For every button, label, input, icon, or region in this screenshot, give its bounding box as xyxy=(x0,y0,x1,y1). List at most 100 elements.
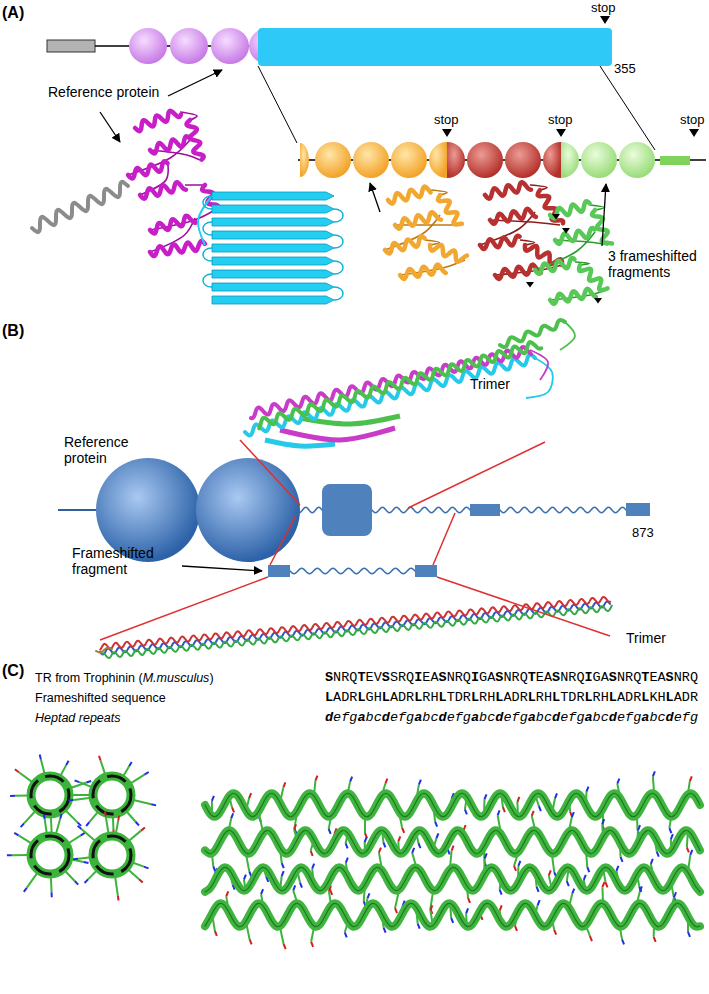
residue: d xyxy=(552,710,560,725)
residue: T xyxy=(560,690,568,705)
side-chain-tip xyxy=(651,859,653,864)
alpha-helix xyxy=(150,136,190,153)
side-chain-tip xyxy=(617,779,619,784)
side-chain-tip xyxy=(151,804,156,805)
side-chain-tip xyxy=(500,890,502,895)
stop-marker xyxy=(562,228,570,234)
side-chain-tip xyxy=(141,827,145,830)
side-chain-tip xyxy=(7,854,12,856)
residue: T xyxy=(641,670,649,685)
residue: e xyxy=(674,710,682,725)
side-chain-tip xyxy=(468,898,470,903)
helix-ring xyxy=(31,776,69,814)
residue: D xyxy=(625,690,633,705)
side-chain-tip xyxy=(282,863,284,868)
beta-strand xyxy=(212,192,334,200)
side-chain-tip xyxy=(84,862,89,863)
zoom-line xyxy=(600,66,655,150)
repeat-domain xyxy=(467,142,503,178)
side-chain-tip xyxy=(51,892,53,897)
alpha-helix xyxy=(535,258,574,274)
helix-ring xyxy=(93,776,131,814)
residue: A xyxy=(333,690,341,705)
residue: T xyxy=(357,670,365,685)
side-chain-tip xyxy=(436,833,438,838)
side-chain-tip xyxy=(395,908,397,913)
side-chain-tip xyxy=(367,893,369,898)
residue: H xyxy=(374,690,382,705)
side-chain-tip xyxy=(78,826,82,829)
repeat-domain xyxy=(170,28,208,64)
residue: D xyxy=(568,690,576,705)
side-chain-tip xyxy=(43,814,46,819)
residue: d xyxy=(325,710,333,725)
strand-turn xyxy=(203,274,212,287)
loop xyxy=(575,262,590,265)
side-chain-tip xyxy=(329,829,331,834)
residue: f xyxy=(625,710,633,725)
side-chain-tip xyxy=(244,875,246,880)
residue: Q xyxy=(349,670,357,685)
helix-ring xyxy=(31,836,69,874)
strand-turn xyxy=(334,209,343,222)
helix-edge xyxy=(205,903,700,927)
residue: A xyxy=(487,670,495,685)
side-chain-tip xyxy=(315,776,317,781)
pointer-arrow xyxy=(370,183,380,212)
residue: G xyxy=(593,670,601,685)
residue: g xyxy=(520,710,528,725)
residue: N xyxy=(674,670,682,685)
residue: T xyxy=(447,690,455,705)
side-chain-tip xyxy=(212,796,214,801)
reference-label: Reference protein xyxy=(64,434,144,466)
residue: L xyxy=(495,690,503,705)
residue: a xyxy=(414,710,422,725)
side-chain-tip xyxy=(639,887,641,892)
repeat-domain xyxy=(353,142,389,178)
residue: f xyxy=(455,710,463,725)
stop-label: stop xyxy=(591,1,616,16)
side-chain-tip xyxy=(136,822,139,826)
side-chain-tip xyxy=(555,793,557,798)
zoom-line xyxy=(100,577,268,640)
residue: R xyxy=(536,690,544,705)
residue: g xyxy=(349,710,357,725)
side-chain-tip xyxy=(21,823,24,827)
side-chain xyxy=(81,829,96,841)
side-chain-tip xyxy=(15,769,19,772)
side-chain-tip xyxy=(384,928,386,933)
helix-ring xyxy=(93,836,131,874)
domain-box xyxy=(415,565,437,577)
beta-strand xyxy=(212,257,334,265)
side-chain-tip xyxy=(584,875,586,880)
residue: R xyxy=(479,690,487,705)
side-chain-tip xyxy=(85,879,89,883)
stop-marker xyxy=(552,214,560,220)
coiled-coil-side-view xyxy=(205,771,700,949)
side-chain-tip xyxy=(99,756,101,761)
side-chain-tip xyxy=(539,806,541,811)
sequence-row: LADRLGHLADRLRHLTDRLRHLADRLRHLTDRLRHLADRL… xyxy=(325,690,698,706)
side-chain-tip xyxy=(435,822,437,827)
strand-turn xyxy=(334,235,343,248)
panel-letter: (B) xyxy=(2,322,24,340)
residue: G xyxy=(479,670,487,685)
solenoid-domain-bar xyxy=(258,28,612,66)
side-chain-tip xyxy=(346,843,348,848)
residue: L xyxy=(552,690,560,705)
beta-strand xyxy=(212,270,334,278)
side-chain xyxy=(106,816,109,834)
wavy-line xyxy=(372,507,470,512)
stop-marker xyxy=(556,129,566,137)
residue: R xyxy=(625,670,633,685)
side-chain-tip xyxy=(350,777,352,782)
alpha-helix xyxy=(490,209,536,224)
side-chain-tip xyxy=(66,761,68,765)
alpha-helix xyxy=(205,830,700,853)
side-chain-tip xyxy=(215,931,217,936)
side-chain-tip xyxy=(73,858,78,861)
repeat-domain xyxy=(505,142,541,178)
